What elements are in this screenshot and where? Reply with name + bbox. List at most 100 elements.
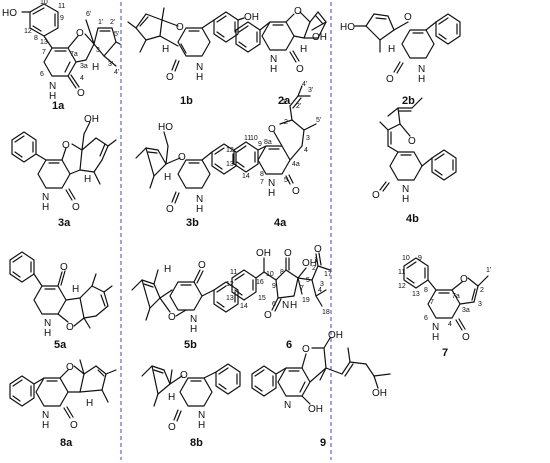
svg-text:7: 7: [42, 49, 46, 56]
carbonyl-oxygen-label: O: [386, 74, 394, 85]
carbonyl-oxygen-label: O: [60, 262, 68, 273]
structure-8b: O H O N H 8b: [141, 363, 241, 449]
nitrogen-label: N: [268, 178, 275, 189]
structure-5b: H O O N H 5b: [131, 260, 239, 351]
hydrogen-label: H: [290, 300, 297, 311]
hydroxyl-label: HO: [2, 8, 17, 19]
carbonyl-oxygen-label: O: [198, 260, 206, 271]
hydrogen-label: H: [42, 420, 49, 431]
svg-text:10: 10: [40, 0, 48, 6]
carbonyl-oxygen-label: O: [168, 422, 176, 433]
h3a-label: H: [162, 44, 169, 55]
svg-text:11: 11: [398, 269, 405, 276]
svg-text:5: 5: [306, 277, 310, 284]
svg-text:13: 13: [412, 291, 420, 298]
svg-text:3: 3: [96, 47, 100, 54]
svg-text:8: 8: [424, 287, 428, 294]
compound-label-9: 9: [320, 437, 326, 449]
svg-text:9: 9: [272, 283, 276, 290]
svg-text:10: 10: [250, 135, 258, 142]
hydrogen-label: H: [418, 74, 425, 85]
svg-text:3: 3: [478, 301, 482, 308]
carbonyl-oxygen-label: O: [372, 190, 380, 201]
nitrogen-label: N: [432, 322, 439, 333]
svg-text:6': 6': [86, 11, 91, 18]
structure-2b: HO H O O N H 2b: [340, 12, 461, 107]
hydroxyl-label: OH: [256, 248, 271, 259]
ring-oxygen-label: O: [176, 22, 184, 33]
svg-text:13: 13: [40, 39, 48, 46]
ring-oxygen-label: O: [302, 344, 310, 355]
structure-1a: HO N H O O H 10 11 12 13 9 8 7 7a: [2, 0, 121, 112]
svg-text:5': 5': [114, 31, 119, 38]
svg-text:7: 7: [300, 285, 304, 292]
svg-text:2: 2: [284, 119, 288, 126]
nitrogen-label: N: [42, 192, 49, 203]
svg-text:7a: 7a: [70, 51, 78, 58]
ring-oxygen-label: O: [76, 28, 84, 39]
svg-text:1': 1': [486, 267, 491, 274]
hydroxyl-label-3: OH: [372, 388, 387, 399]
svg-text:2: 2: [480, 287, 484, 294]
svg-text:14: 14: [242, 173, 250, 180]
carbonyl-oxygen-label: O: [77, 88, 85, 99]
compound-label-7: 7: [442, 347, 448, 359]
structure-2a: N H O O OH H 2a: [235, 6, 327, 107]
nitrogen-label: N: [402, 184, 409, 195]
carbonyl-oxygen-label-3: O: [314, 244, 322, 255]
nitrogen-label: N: [196, 194, 203, 205]
svg-text:4: 4: [448, 321, 452, 328]
svg-text:10: 10: [266, 271, 274, 278]
structure-4a: N H O O 1' 2' 3' 4' 2 3 5' 4 4a 8a 8 7 5…: [226, 81, 321, 229]
svg-text:16: 16: [256, 279, 264, 286]
hydroxyl-label: OH: [308, 404, 323, 415]
ring-oxygen-label: O: [168, 312, 176, 323]
svg-text:18: 18: [322, 309, 330, 316]
nitrogen-label: N: [44, 318, 51, 329]
nitrogen-label: N: [198, 410, 205, 421]
ring-oxygen-label: O: [268, 124, 276, 135]
h3a-label: H: [168, 392, 175, 403]
hydroxyl-label-2: OH: [328, 330, 343, 341]
svg-text:1: 1: [314, 257, 318, 264]
carbonyl-oxygen-label: O: [296, 64, 304, 75]
h3a-label: H: [72, 284, 79, 295]
svg-text:7: 7: [260, 179, 264, 186]
compound-label-1a: 1a: [52, 100, 65, 112]
nitrogen-label: N: [190, 314, 197, 325]
compound-label-8b: 8b: [190, 437, 203, 449]
svg-text:13: 13: [226, 295, 234, 302]
hydrogen-label: H: [402, 194, 409, 205]
carbonyl-oxygen-label: O: [72, 202, 80, 213]
svg-text:4a: 4a: [292, 161, 300, 168]
structure-4b: O O N H 4b: [372, 97, 457, 225]
carbonyl-oxygen-label: O: [166, 204, 174, 215]
hydrogen-label: H: [268, 188, 275, 199]
h3a-label: H: [92, 62, 99, 73]
svg-text:1': 1': [282, 99, 287, 106]
hydroxyl-label: OH: [244, 12, 259, 23]
hydrogen-label: H: [42, 202, 49, 213]
svg-text:2: 2: [312, 265, 316, 272]
nitrogen-label: N: [270, 54, 277, 65]
compound-label-5a: 5a: [54, 339, 67, 351]
nitrogen-label: N: [418, 64, 425, 75]
svg-text:17: 17: [324, 271, 332, 278]
compound-label-3a: 3a: [58, 217, 71, 229]
svg-text:8a: 8a: [264, 139, 272, 146]
ring-oxygen-label: O: [180, 370, 188, 381]
carbonyl-oxygen-label: O: [462, 332, 470, 343]
compound-label-8a: 8a: [60, 437, 73, 449]
svg-text:5': 5': [316, 117, 321, 124]
svg-text:9: 9: [418, 255, 422, 262]
svg-text:10: 10: [402, 255, 410, 262]
ring-oxygen-label: O: [408, 136, 416, 147]
structure-3b: HO O H O N H 3b: [135, 122, 237, 229]
svg-text:8: 8: [280, 269, 284, 276]
h3a-label: H: [86, 398, 93, 409]
svg-text:4: 4: [318, 287, 322, 294]
compound-label-5b: 5b: [184, 339, 197, 351]
svg-text:7a: 7a: [452, 293, 460, 300]
svg-text:19: 19: [302, 297, 310, 304]
svg-text:12: 12: [398, 283, 406, 290]
